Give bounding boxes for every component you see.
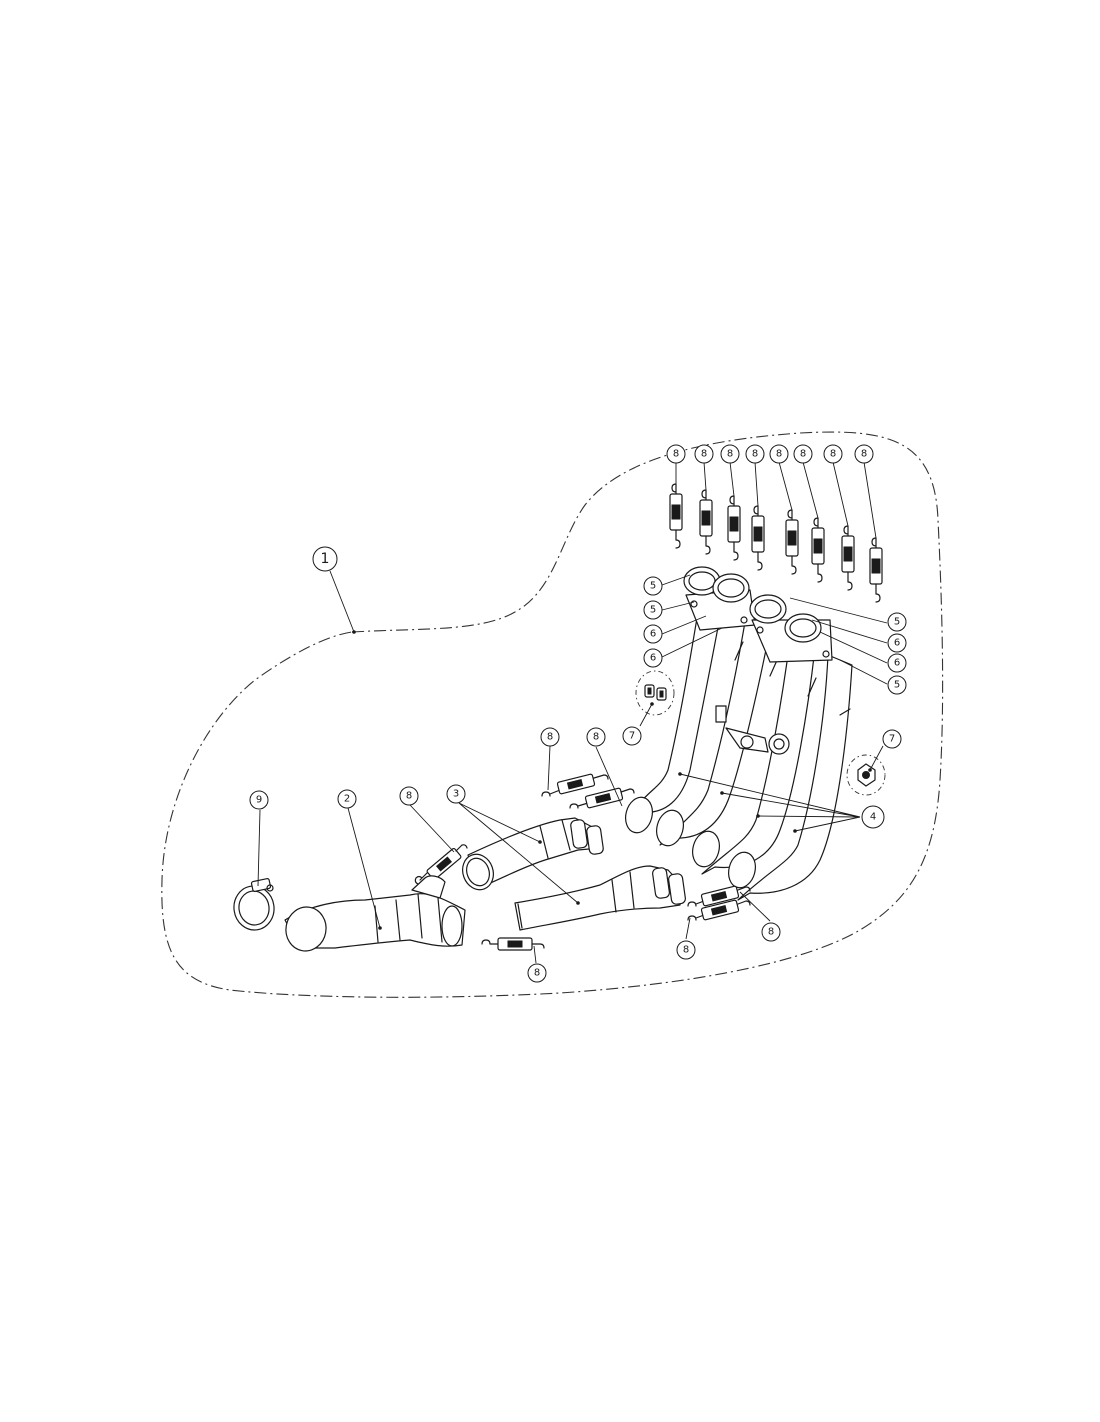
svg-text:5: 5 [650,581,656,592]
balloon-gasket-3: 5 [887,612,907,632]
balloon-spring-6: 8 [793,444,813,464]
balloon-spring-2: 8 [694,444,714,464]
balloon-headers: 4 [861,805,885,829]
svg-text:8: 8 [683,945,689,956]
nut-group-right-outline [846,754,886,796]
spring-bottom [481,937,545,951]
y-pipe-upper [462,817,604,891]
spring-mid-2 [569,787,635,809]
balloon-spring-9: 8 [540,727,560,747]
balloon-nut-left: 7 [622,726,642,746]
svg-text:8: 8 [861,449,867,460]
spring-top-3 [727,495,741,561]
y-pipe-lower [514,865,686,931]
svg-text:8: 8 [776,449,782,460]
svg-text:6: 6 [894,638,900,649]
svg-text:8: 8 [830,449,836,460]
flange-pair-left [683,566,756,631]
svg-text:3: 3 [453,789,459,800]
svg-text:8: 8 [547,732,553,743]
balloon-spring-12: 8 [527,963,547,983]
spring-top-5 [785,509,799,575]
assembly-outline [161,431,944,998]
leader-dots [352,630,872,930]
balloon-spring-4: 8 [745,444,765,464]
balloon-assembly: 1 [312,546,338,572]
clamp [233,878,275,931]
nut-left-parts [644,684,667,701]
svg-text:1: 1 [321,551,330,567]
header-pipes [625,599,853,901]
svg-text:7: 7 [629,731,635,742]
balloon-spring-5: 8 [769,444,789,464]
spring-top-2 [699,489,713,555]
svg-text:8: 8 [768,927,774,938]
svg-text:8: 8 [800,449,806,460]
svg-text:8: 8 [593,732,599,743]
spring-mid-1 [541,773,609,797]
svg-text:2: 2 [344,794,350,805]
nut-group-left-outline [635,670,675,716]
link-pipe [284,875,466,952]
balloon-gasket-2: 5 [643,600,663,620]
balloon-flange-2: 6 [643,648,663,668]
spring-top-8 [869,537,883,603]
balloon-spring-11: 8 [399,786,419,806]
balloon-clamp: 9 [249,790,269,810]
balloon-y-pipe: 3 [446,784,466,804]
svg-text:5: 5 [894,617,900,628]
balloon-link-pipe: 2 [337,789,357,809]
spring-top-7 [841,525,855,591]
balloon-flange-4: 6 [887,653,907,673]
balloon-gasket-4: 5 [887,675,907,695]
balloon-gasket-1: 5 [643,576,663,596]
leader-lines [257,461,888,964]
svg-text:6: 6 [650,653,656,664]
svg-text:6: 6 [650,629,656,640]
balloon-spring-7: 8 [823,444,843,464]
svg-text:8: 8 [673,449,679,460]
spring-right-1 [687,885,751,907]
svg-text:8: 8 [752,449,758,460]
balloon-spring-10: 8 [586,727,606,747]
svg-text:4: 4 [870,812,876,823]
svg-text:8: 8 [406,791,412,802]
balloon-spring-8: 8 [854,444,874,464]
svg-text:6: 6 [894,658,900,669]
spring-top-6 [811,517,825,583]
flange-pair-right [749,594,833,663]
balloon-spring-13: 8 [761,922,781,942]
svg-text:8: 8 [701,449,707,460]
svg-text:5: 5 [894,680,900,691]
spring-left-diagonal [414,844,468,885]
balloon-spring-14: 8 [676,940,696,960]
balloon-flange-3: 6 [887,633,907,653]
spring-top-4 [751,505,765,571]
spring-right-2 [687,899,751,921]
nut-right-part [857,763,876,787]
svg-text:8: 8 [727,449,733,460]
balloon-nut-right: 7 [882,729,902,749]
svg-text:9: 9 [256,795,262,806]
balloon-spring-3: 8 [720,444,740,464]
svg-text:8: 8 [534,968,540,979]
balloon-spring-1: 8 [666,444,686,464]
balloon-flange-1: 6 [643,624,663,644]
svg-text:7: 7 [889,734,895,745]
svg-text:5: 5 [650,605,656,616]
spring-top-1 [669,483,683,549]
